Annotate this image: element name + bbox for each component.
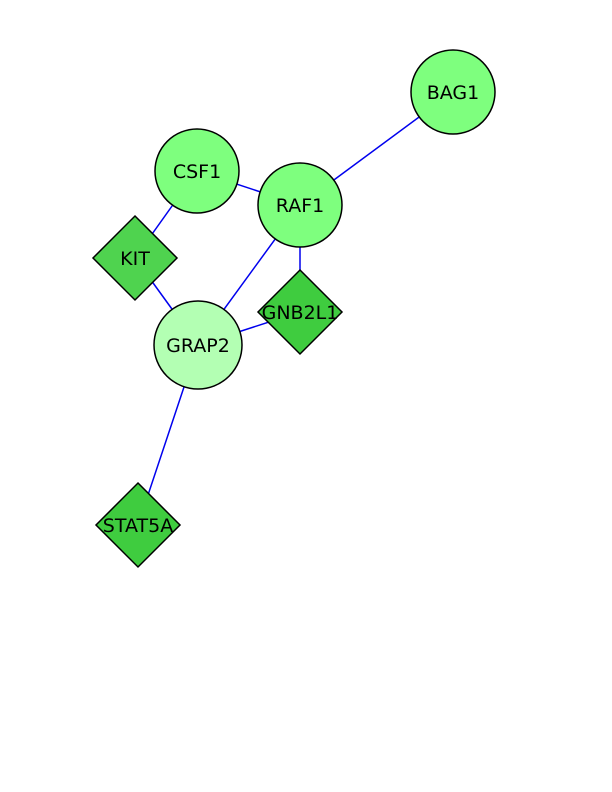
node-label: STAT5A xyxy=(103,515,173,537)
node-grap2[interactable]: GRAP2 xyxy=(153,300,243,390)
node-gnb2l1[interactable]: GNB2L1 xyxy=(256,268,344,356)
node-circle-shape xyxy=(153,300,243,390)
node-label: GNB2L1 xyxy=(262,302,339,324)
node-stat5a[interactable]: STAT5A xyxy=(94,481,182,569)
node-diamond-shape xyxy=(91,214,179,302)
node-circle-shape xyxy=(410,49,496,135)
node-circle-shape xyxy=(154,128,240,214)
node-label: CSF1 xyxy=(173,161,221,183)
node-diamond-shape xyxy=(256,268,344,356)
node-kit[interactable]: KIT xyxy=(91,214,179,302)
node-bag1[interactable]: BAG1 xyxy=(410,49,496,135)
node-label: GRAP2 xyxy=(166,335,230,357)
node-label: RAF1 xyxy=(276,195,324,217)
node-raf1[interactable]: RAF1 xyxy=(257,162,343,248)
node-label: BAG1 xyxy=(427,82,480,104)
node-csf1[interactable]: CSF1 xyxy=(154,128,240,214)
node-label: KIT xyxy=(120,248,150,270)
node-diamond-shape xyxy=(94,481,182,569)
node-circle-shape xyxy=(257,162,343,248)
